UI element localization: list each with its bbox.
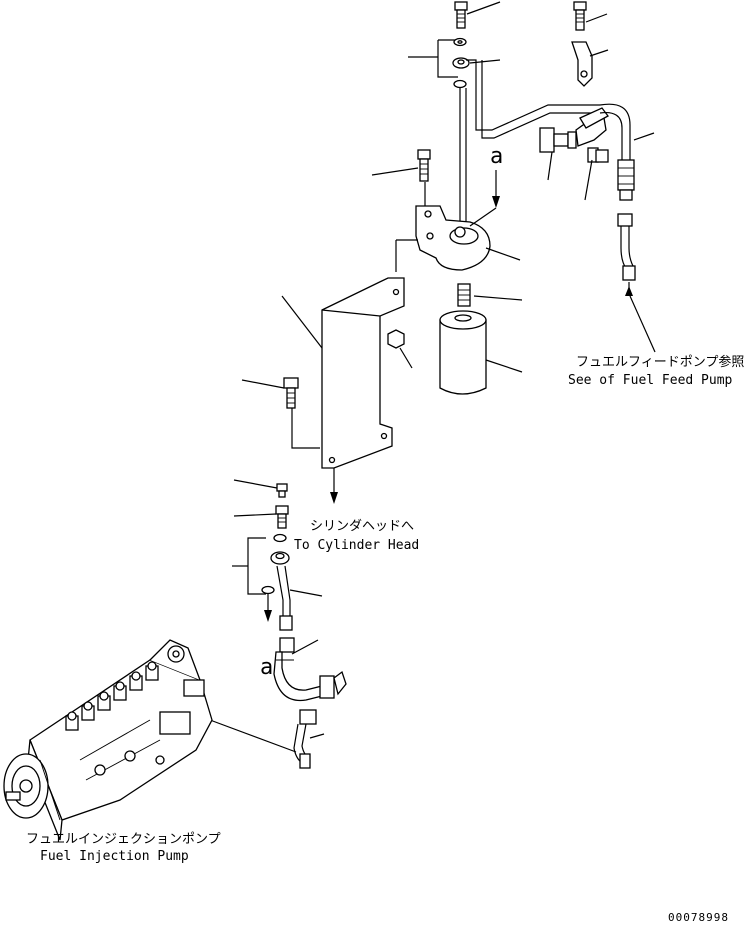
feed-pump-label-en: See of Fuel Feed Pump <box>568 373 733 388</box>
pipe-connector <box>539 107 609 201</box>
feed-pump-leader <box>629 295 656 353</box>
top-right-bolt <box>573 1 608 31</box>
injection-pump-leader <box>209 719 297 753</box>
lower-washer <box>232 533 287 622</box>
feed-pump-label-jp: フュエルフィードポンプ参照 <box>576 354 744 370</box>
injection-pump-label-en: Fuel Injection Pump <box>40 849 189 864</box>
filter-head-bolt <box>371 149 431 206</box>
cylinder-head-label-jp: シリンダヘッドへ <box>310 519 414 534</box>
lower-small-bolt <box>233 479 288 498</box>
fuel-filter-cartridge <box>439 310 523 395</box>
top-left-bolt <box>454 1 501 29</box>
filter-mounting-bracket <box>281 239 418 504</box>
fuel-pipe-upper <box>459 59 600 222</box>
pipe-clamp-bracket <box>571 41 609 87</box>
ref-mark-lower-label: a <box>260 655 273 680</box>
fuel-injection-pump <box>3 639 213 841</box>
bracket-nut <box>387 329 413 369</box>
injection-pump-connector <box>293 709 325 769</box>
lower-fuel-pipe <box>270 551 323 631</box>
fuel-hose-right <box>599 103 655 296</box>
ref-marker-upper: a <box>469 144 503 227</box>
bracket-bolt <box>241 377 299 409</box>
ref-mark-upper-label: a <box>490 144 503 169</box>
filter-spring <box>457 283 523 307</box>
drawing-number: 00078998 <box>668 911 729 924</box>
top-washer-group <box>408 37 501 89</box>
lower-fuel-hose <box>273 637 347 702</box>
cylinder-head-label-en: To Cylinder Head <box>294 538 419 553</box>
filter-head <box>415 205 521 271</box>
lower-banjo-bolt <box>233 505 289 529</box>
injection-pump-label-jp: フュエルインジェクションポンプ <box>26 832 221 847</box>
